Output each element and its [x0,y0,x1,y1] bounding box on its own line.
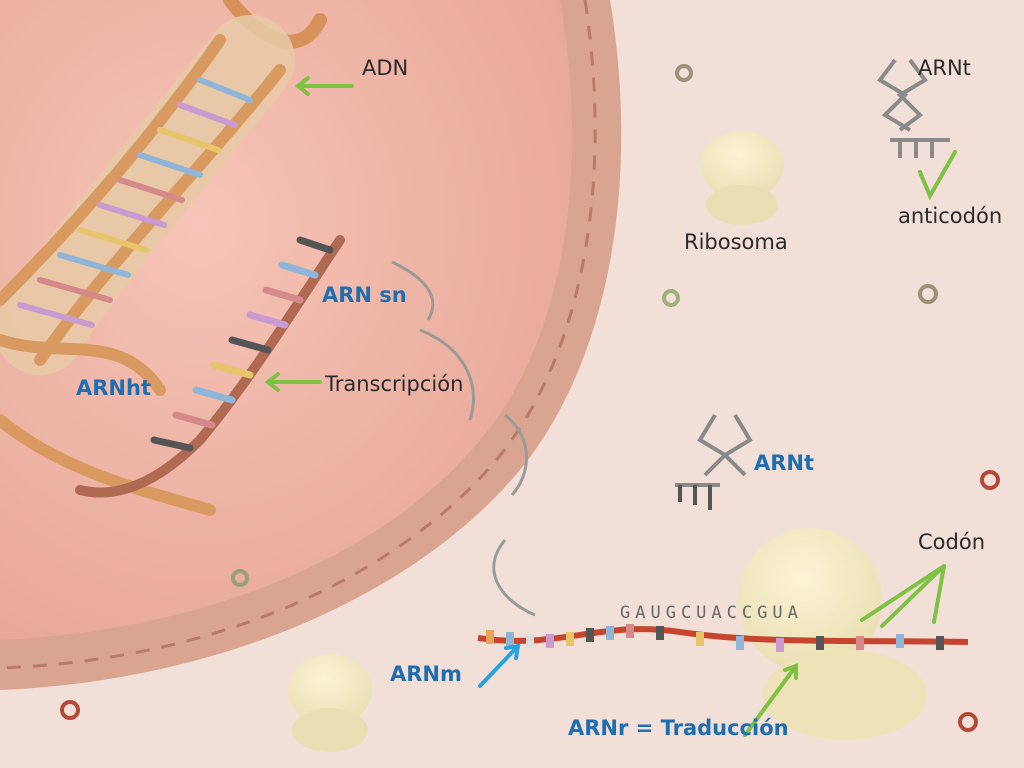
dna-helix [0,0,327,516]
ribosome-top [700,131,784,225]
ribosome-translation [738,528,927,740]
rna-strand-nucleus [75,235,345,498]
label-codon: Codón [918,530,985,554]
label-arnht: ARNht [76,376,151,400]
label-anticodon: anticodón [898,204,1003,228]
label-adn: ADN [362,56,409,80]
label-transcripcion: Transcripción [325,372,464,396]
label-arnt-middle: ARNt [754,451,815,475]
vesicles [60,64,1000,732]
label-arnr-traduccion: ARNr = Traducción [568,716,789,740]
nuclear-pores [0,0,597,670]
label-arn-sn: ARN sn [322,283,407,307]
ribosome-bottom-left [288,654,372,752]
trna-top [877,58,950,158]
annotation-arrows-green [264,76,957,737]
label-ribosoma: Ribosoma [684,230,788,254]
label-arnm: ARNm [390,662,462,686]
annotation-arrow-blue [478,643,521,688]
label-arnt-top: ARNt [918,56,971,80]
process-arrows [391,260,536,617]
mrna-sequence: GAUGCUACCGUA [620,603,803,623]
trna-middle [675,413,753,510]
mrna-strand: GAUGCUACCGUA [477,603,969,652]
